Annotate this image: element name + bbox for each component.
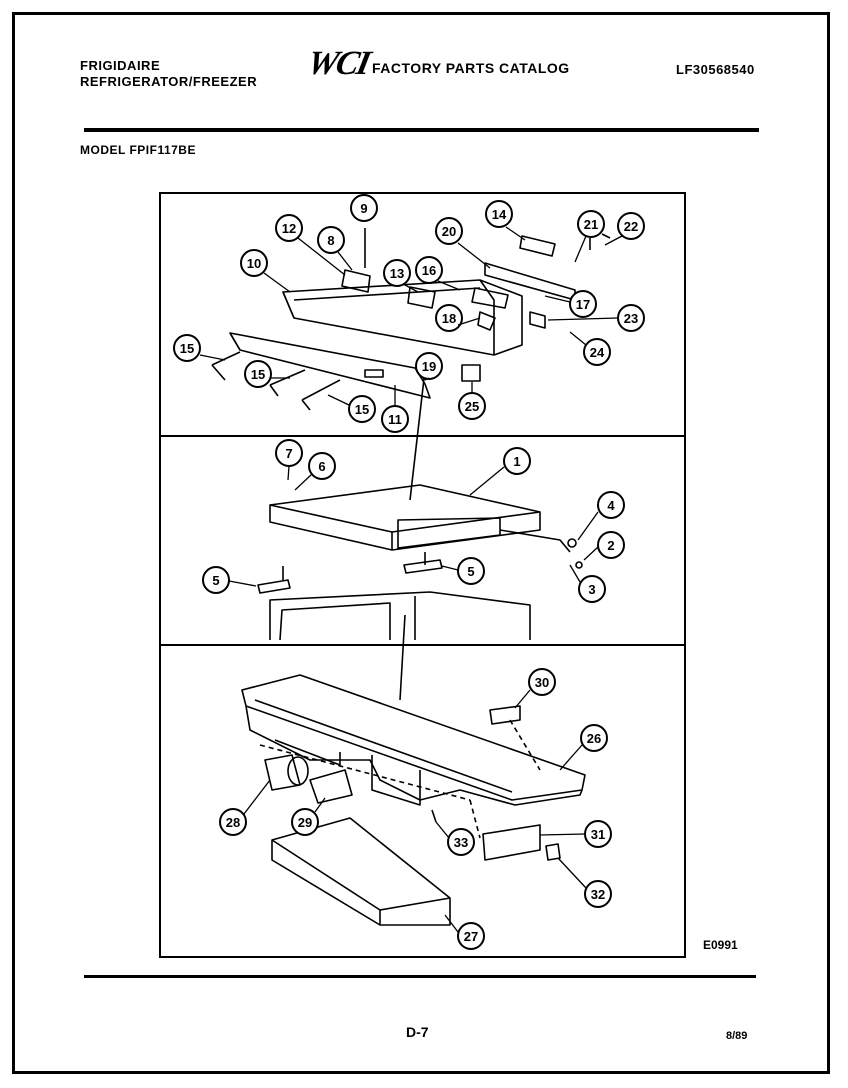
callout-label: 27 <box>464 929 478 944</box>
callout-25: 25 <box>458 392 486 420</box>
callout-19: 19 <box>415 352 443 380</box>
callout-18: 18 <box>435 304 463 332</box>
page-number: D-7 <box>406 1024 429 1040</box>
callout-23: 23 <box>617 304 645 332</box>
callout-15c: 15 <box>348 395 376 423</box>
callout-label: 5 <box>467 564 474 579</box>
callout-28: 28 <box>219 808 247 836</box>
callout-label: 8 <box>327 233 334 248</box>
callout-label: 9 <box>360 201 367 216</box>
leader-lines <box>199 226 623 933</box>
callout-label: 2 <box>607 538 614 553</box>
callout-31: 31 <box>584 820 612 848</box>
callout-5b: 5 <box>457 557 485 585</box>
callout-5a: 5 <box>202 566 230 594</box>
callout-label: 6 <box>318 459 325 474</box>
callout-1: 1 <box>503 447 531 475</box>
callout-29: 29 <box>291 808 319 836</box>
product-type: REFRIGERATOR/FREEZER <box>80 74 258 89</box>
callout-label: 15 <box>180 341 194 356</box>
callout-label: 17 <box>576 297 590 312</box>
callout-20: 20 <box>435 217 463 245</box>
callout-8: 8 <box>317 226 345 254</box>
callout-12: 12 <box>275 214 303 242</box>
callout-17: 17 <box>569 290 597 318</box>
callout-label: 33 <box>454 835 468 850</box>
footer-rule <box>84 975 756 978</box>
callout-21: 21 <box>577 210 605 238</box>
callout-label: 5 <box>212 573 219 588</box>
callout-label: 4 <box>607 498 615 513</box>
revision-date: 8/89 <box>726 1030 748 1042</box>
callout-11: 11 <box>381 405 409 433</box>
callout-label: 29 <box>298 815 312 830</box>
callout-15a: 15 <box>173 334 201 362</box>
callout-label: 10 <box>247 256 261 271</box>
callout-label: 22 <box>624 219 638 234</box>
callout-26: 26 <box>580 724 608 752</box>
callout-label: 19 <box>422 359 436 374</box>
callout-label: 31 <box>591 827 605 842</box>
callout-15b: 15 <box>244 360 272 388</box>
brand-name: FRIGIDAIRE <box>80 58 161 73</box>
callout-label: 18 <box>442 311 456 326</box>
page-frame <box>12 12 830 1074</box>
callout-label: 15 <box>355 402 369 417</box>
header-rule <box>84 128 759 132</box>
callouts: 9 12 8 10 13 16 20 14 21 22 17 18 23 24 … <box>173 194 645 950</box>
callout-30: 30 <box>528 668 556 696</box>
callout-label: 7 <box>285 446 292 461</box>
callout-label: 11 <box>388 412 402 427</box>
callout-label: 30 <box>535 675 549 690</box>
callout-3: 3 <box>578 575 606 603</box>
callout-label: 25 <box>465 399 479 414</box>
callout-2: 2 <box>597 531 625 559</box>
model-label: MODEL FPIF117BE <box>80 143 196 157</box>
figure-code: E0991 <box>703 938 738 952</box>
callout-label: 1 <box>513 454 520 469</box>
callout-label: 14 <box>492 207 507 222</box>
callout-16: 16 <box>415 256 443 284</box>
callout-32: 32 <box>584 880 612 908</box>
callout-label: 3 <box>588 582 595 597</box>
callout-label: 28 <box>226 815 240 830</box>
callout-label: 13 <box>390 266 404 281</box>
control-housing-drawing <box>211 228 611 501</box>
callout-9: 9 <box>350 194 378 222</box>
callout-24: 24 <box>583 338 611 366</box>
callout-label: 16 <box>422 263 436 278</box>
callout-13: 13 <box>383 259 411 287</box>
catalog-number: LF30568540 <box>676 62 755 77</box>
callout-7: 7 <box>275 439 303 467</box>
callout-label: 23 <box>624 311 638 326</box>
exploded-diagram-frame <box>159 192 686 958</box>
callout-4: 4 <box>597 491 625 519</box>
callout-label: 24 <box>590 345 605 360</box>
section-divider-bottom <box>159 644 686 646</box>
evaporator-cover-drawing <box>241 674 586 926</box>
callout-6: 6 <box>308 452 336 480</box>
catalog-title: FACTORY PARTS CATALOG <box>372 60 570 76</box>
callout-22: 22 <box>617 212 645 240</box>
callout-label: 26 <box>587 731 601 746</box>
callout-label: 20 <box>442 224 456 239</box>
callout-33: 33 <box>447 828 475 856</box>
callout-27: 27 <box>457 922 485 950</box>
freezer-shelf-drawing <box>257 484 583 701</box>
callout-label: 12 <box>282 221 296 236</box>
callout-label: 32 <box>591 887 605 902</box>
callout-10: 10 <box>240 249 268 277</box>
callout-label: 15 <box>251 367 265 382</box>
callout-14: 14 <box>485 200 513 228</box>
callout-label: 21 <box>584 217 598 232</box>
section-divider-top <box>159 435 686 437</box>
brand-block: FRIGIDAIRE REFRIGERATOR/FREEZER <box>80 58 257 90</box>
